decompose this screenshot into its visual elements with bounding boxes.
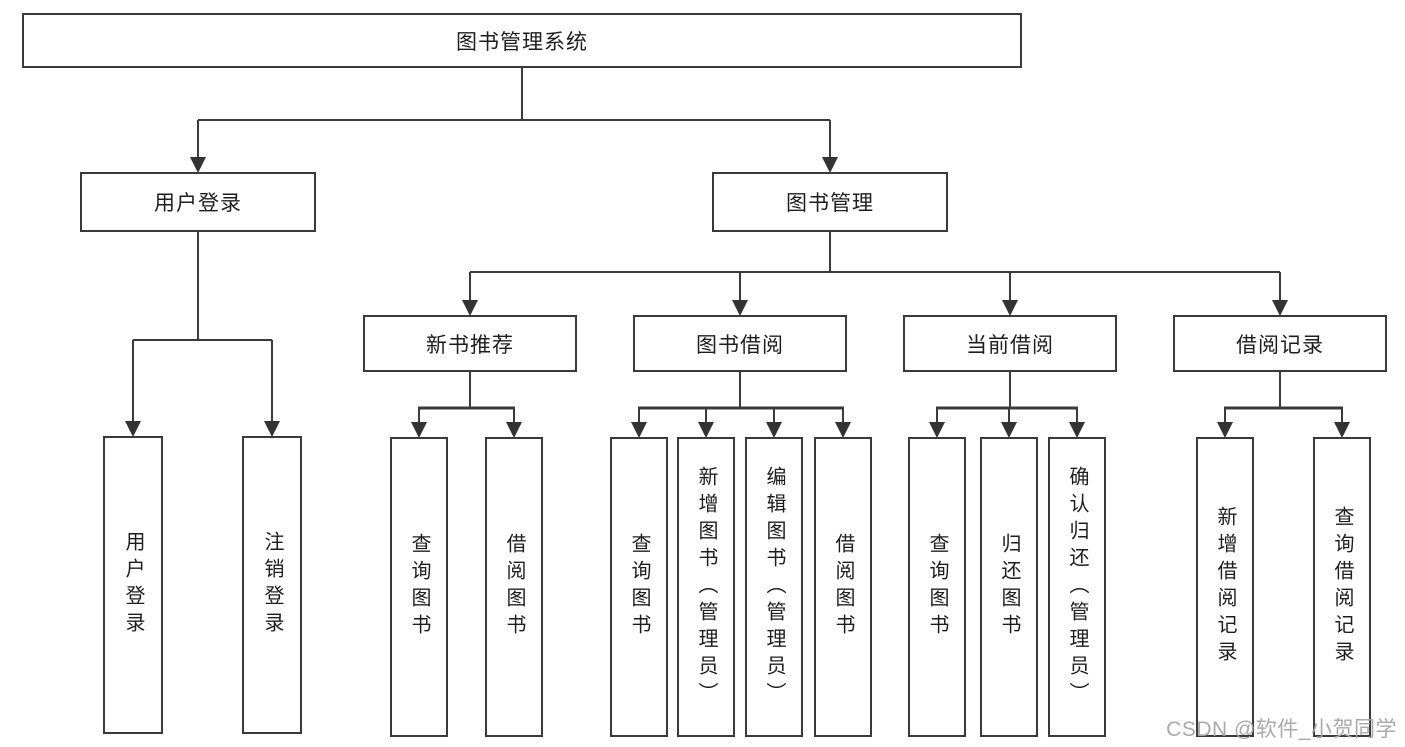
leaf-cb-search-books-label: 查询图书 (926, 533, 948, 641)
node-library-system-label: 图书管理系统 (456, 30, 588, 54)
node-book-management: 图书管理 (712, 172, 948, 232)
leaf-bb-add-books-admin-label: 新增图书（管理员） (695, 465, 717, 709)
leaf-cb-search-books: 查询图书 (908, 437, 966, 737)
connector-borrow-record-children (1217, 372, 1350, 438)
leaf-user-login: 用户登录 (103, 436, 163, 734)
leaf-bb-borrow-books-label: 借阅图书 (832, 533, 854, 641)
leaf-br-search-record-label: 查询借阅记录 (1331, 506, 1353, 668)
node-book-borrow: 图书借阅 (633, 315, 847, 372)
leaf-bb-add-books-admin: 新增图书（管理员） (677, 437, 735, 737)
connector-user-login-children (125, 232, 280, 437)
connector-book-borrow-children (631, 372, 851, 438)
leaf-nbr-search-books-label: 查询图书 (408, 533, 430, 641)
node-current-borrow: 当前借阅 (903, 315, 1117, 372)
leaf-cb-confirm-return-admin-label: 确认归还（管理员） (1066, 465, 1088, 709)
node-new-book-recommend-label: 新书推荐 (426, 333, 514, 357)
leaf-cb-return-books-label: 归还图书 (998, 533, 1020, 641)
connector-new-book-rec-children (411, 372, 522, 438)
leaf-logout-label: 注销登录 (261, 531, 283, 639)
connector-book-management-children (462, 232, 1288, 316)
leaf-cb-return-books: 归还图书 (980, 437, 1038, 737)
leaf-nbr-borrow-books: 借阅图书 (485, 437, 543, 737)
leaf-nbr-search-books: 查询图书 (390, 437, 448, 737)
node-borrow-record: 借阅记录 (1173, 315, 1387, 372)
csdn-watermark: CSDN @软件_小贺同学 (1166, 718, 1397, 741)
leaf-bb-edit-books-admin-label: 编辑图书（管理员） (763, 465, 785, 709)
node-user-login-label: 用户登录 (154, 192, 242, 215)
leaf-user-login-label: 用户登录 (122, 531, 144, 639)
leaf-br-add-record-label: 新增借阅记录 (1214, 506, 1236, 668)
leaf-bb-borrow-books: 借阅图书 (814, 437, 872, 737)
node-current-borrow-label: 当前借阅 (966, 333, 1054, 357)
leaf-bb-edit-books-admin: 编辑图书（管理员） (745, 437, 803, 737)
node-book-management-label: 图书管理 (786, 192, 874, 215)
leaf-bb-search-books-label: 查询图书 (628, 533, 650, 641)
node-library-system: 图书管理系统 (22, 13, 1022, 68)
leaf-br-add-record: 新增借阅记录 (1196, 437, 1254, 737)
connector-root-to-level2 (190, 68, 838, 173)
node-user-login: 用户登录 (80, 172, 316, 232)
connector-current-borrow-children (929, 372, 1085, 438)
node-book-borrow-label: 图书借阅 (696, 333, 784, 357)
leaf-br-search-record: 查询借阅记录 (1313, 437, 1371, 737)
leaf-cb-confirm-return-admin: 确认归还（管理员） (1048, 437, 1106, 737)
leaf-logout: 注销登录 (242, 436, 302, 734)
node-new-book-recommend: 新书推荐 (363, 315, 577, 372)
leaf-nbr-borrow-books-label: 借阅图书 (503, 533, 525, 641)
leaf-bb-search-books: 查询图书 (610, 437, 668, 737)
node-borrow-record-label: 借阅记录 (1236, 333, 1324, 357)
